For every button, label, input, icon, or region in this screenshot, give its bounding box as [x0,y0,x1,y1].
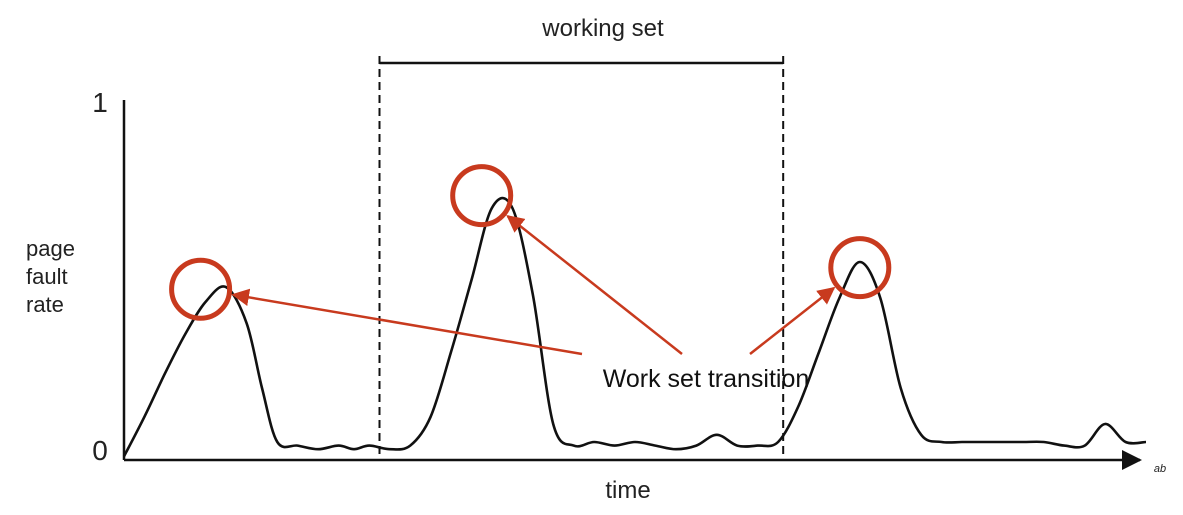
transition-arrow [749,286,836,355]
peak-highlight-circle [450,164,514,228]
transition-arrow [231,288,583,356]
x-axis-label: time [605,477,650,504]
annotation-text: Work set transition [603,365,810,393]
y-tick-label-0: 0 [92,435,108,466]
annotation-layer [169,164,892,356]
y-tick-label-1: 1 [92,87,108,118]
y-axis-label-line: page [26,236,75,261]
peak-highlight-circle [169,257,233,321]
transition-arrow [506,215,683,355]
y-axis-label-line: fault [26,264,68,289]
y-axis-label: page fault rate [26,236,75,317]
span-label: working set [541,15,664,42]
page-fault-rate-line [122,196,1147,457]
y-axis-label-line: rate [26,292,64,317]
peak-highlight-circle [828,236,892,300]
x-axis-end-label: ab [1154,463,1166,475]
